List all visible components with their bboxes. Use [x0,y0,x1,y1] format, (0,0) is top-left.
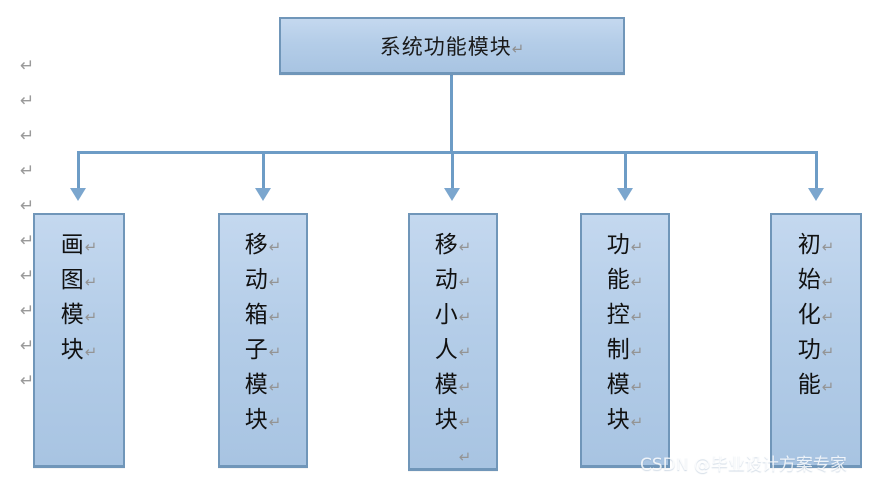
node-label-line: 移↵ [434,232,472,257]
paragraph-mark: ↵ [20,231,35,251]
node-move-person-module[interactable]: 移↵ 动↵ 小↵ 人↵ 模↵ 块↵ 块↵ [408,213,498,471]
node-label-line: 初↵ [797,232,835,257]
connector-root-stem [450,74,453,154]
arrow-down-icon-5 [808,188,824,201]
paragraph-mark: ↵ [20,336,35,356]
node-label-line: 模↵ [244,372,282,397]
paragraph-mark: ↵ [20,56,35,76]
node-label-line: 子↵ [244,337,282,362]
node-label-line: 人↵ [434,337,472,362]
node-label-line: 箱↵ [244,302,282,327]
node-label-line: 功↵ [797,337,835,362]
node-initialization-function[interactable]: 初↵ 始↵ 化↵ 功↵ 能↵ [770,213,862,468]
node-label-line: 模↵ [434,372,472,397]
paragraph-mark: ↵ [20,196,35,216]
node-label-vertical: 初↵ 始↵ 化↵ 功↵ 能↵ [772,227,860,402]
arrow-down-icon-3 [444,188,460,201]
node-label-line: 能↵ [606,267,644,292]
node-label-line: 控↵ [606,302,644,327]
paragraph-mark: ↵ [20,126,35,146]
node-label-line: 块↵ [60,337,98,362]
node-label-line: 图↵ [60,267,98,292]
node-label-line: 始↵ [797,267,835,292]
node-label-line: 块↵ [434,407,472,432]
paragraph-mark: ↵ [20,301,35,321]
node-label-line: 模↵ [606,372,644,397]
node-label-line: 功↵ [606,232,644,257]
node-label-vertical: 画↵ 图↵ 模↵ 块↵ [35,227,123,367]
arrow-down-icon-1 [70,188,86,201]
node-label-vertical: 移↵ 动↵ 小↵ 人↵ 模↵ 块↵ 块↵ [410,227,496,472]
node-label: 系统功能模块↵ [379,34,525,59]
node-label-vertical: 移↵ 动↵ 箱↵ 子↵ 模↵ 块↵ [220,227,306,437]
node-label-line: 动↵ [434,267,472,292]
arrow-down-icon-2 [255,188,271,201]
paragraph-mark: ↵ [20,161,35,181]
node-label-line: 画↵ [60,232,98,257]
connector-drop-1 [77,151,80,189]
connector-drop-3 [451,151,454,189]
node-label-line: 化↵ [797,302,835,327]
node-system-function-module[interactable]: 系统功能模块↵ [279,17,625,75]
arrow-down-icon-4 [617,188,633,201]
paragraph-mark: ↵ [20,371,35,391]
node-label-line: 小↵ [434,302,472,327]
node-label-line: 制↵ [606,337,644,362]
node-label-line: 能↵ [797,372,835,397]
connector-drop-2 [262,151,265,189]
node-label-vertical: 功↵ 能↵ 控↵ 制↵ 模↵ 块↵ [582,227,668,437]
node-label-line: 模↵ [60,302,98,327]
paragraph-mark: ↵ [20,266,35,286]
node-label-line: 移↵ [244,232,282,257]
node-label-line: 块↵ [244,407,282,432]
node-drawing-module[interactable]: 画↵ 图↵ 模↵ 块↵ [33,213,125,468]
paragraph-mark: ↵ [20,91,35,111]
connector-drop-4 [624,151,627,189]
node-move-box-module[interactable]: 移↵ 动↵ 箱↵ 子↵ 模↵ 块↵ [218,213,308,468]
node-label-line: 动↵ [244,267,282,292]
connector-horizontal-bus [78,151,818,154]
connector-drop-5 [815,151,818,189]
node-label-line: 块↵ [606,407,644,432]
node-label-line-blank: 块↵ [458,448,472,466]
node-function-control-module[interactable]: 功↵ 能↵ 控↵ 制↵ 模↵ 块↵ [580,213,670,468]
